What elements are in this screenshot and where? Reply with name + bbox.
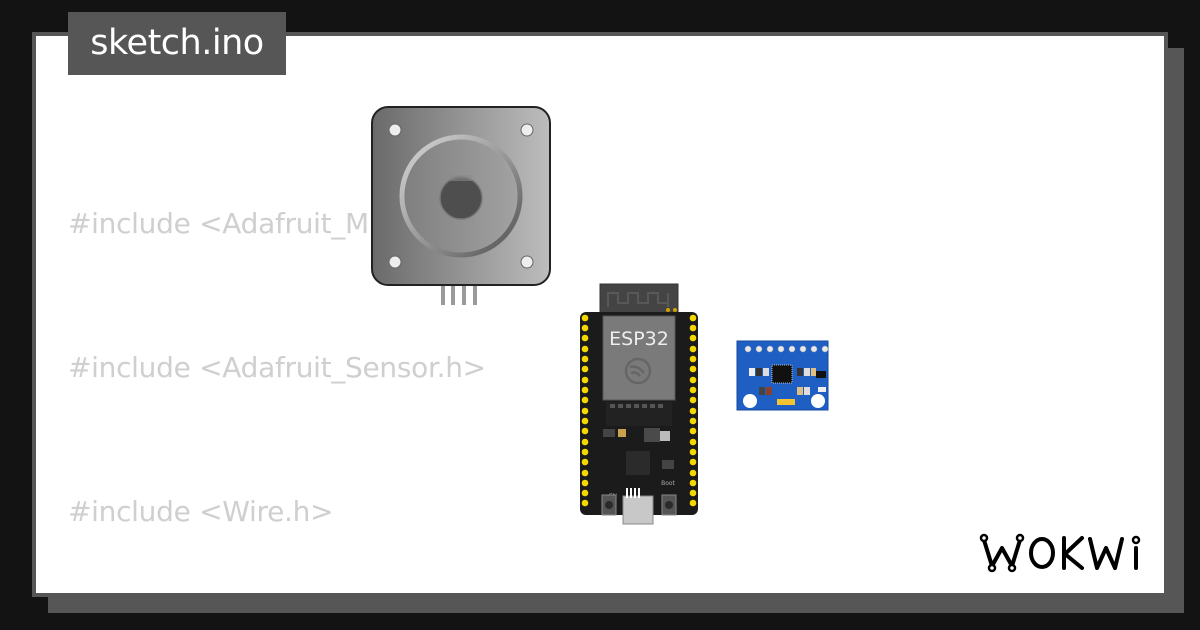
usb-port — [622, 495, 654, 525]
esp32-chip-label: ESP32 — [609, 328, 669, 350]
motor-pins — [441, 283, 477, 305]
left-pin-header — [581, 314, 589, 507]
mpu6050-board[interactable] — [736, 340, 830, 412]
sketch-filename-tab: sketch.ino — [68, 12, 286, 75]
boot-button[interactable] — [665, 501, 673, 509]
boot-button-label: Boot — [661, 480, 675, 487]
mpu-pin-header — [744, 345, 829, 353]
code-line: #include <Adafruit_Sensor.h> — [68, 351, 486, 384]
code-line: #include <Wire.h> — [68, 495, 334, 528]
esp32-board[interactable]: ESP32 EN Boot — [578, 283, 700, 527]
code-line: #include <Adafruit_MPU6050.h> — [68, 207, 525, 240]
espressif-logo-icon — [624, 357, 652, 385]
wokwi-logo — [979, 533, 1141, 573]
stepper-motor[interactable] — [370, 105, 554, 309]
right-pin-header — [689, 314, 697, 507]
en-button[interactable] — [605, 501, 613, 509]
